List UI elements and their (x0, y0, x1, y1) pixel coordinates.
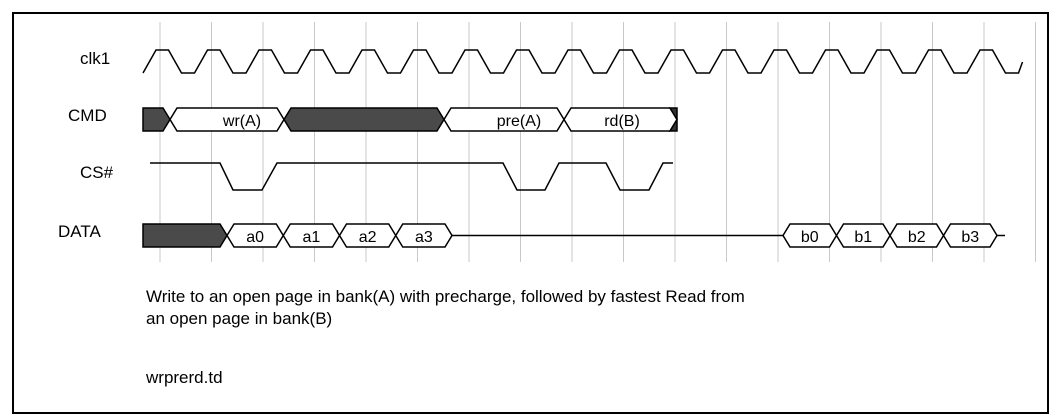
cmd-end-marker (668, 107, 678, 132)
clk-waveform (142, 49, 1024, 74)
data-a-cell-label: a3 (415, 229, 433, 246)
cmd-rd-text: rd(B) (604, 113, 640, 130)
data-a-cell-label: a2 (359, 229, 377, 246)
caption-line-1: Write to an open page in bank(A) with pr… (146, 287, 745, 306)
data-b-cell-label: b1 (854, 229, 872, 246)
cmd-busy-segment (283, 107, 445, 132)
cmd-idle-segment (142, 107, 171, 132)
cmd-wr-text: wr(A) (222, 113, 261, 130)
cmd-bus: wr(A) pre(A) rd(B) (142, 107, 678, 132)
cmd-wr-segment (169, 107, 285, 132)
grid-lines (159, 22, 1036, 262)
caption-line-2: an open page in bank(B) (146, 309, 333, 328)
data-bus: a0 a1 a2 a3 b0 b1 b2 b3 (142, 223, 1005, 248)
data-b-cell-label: b2 (908, 229, 926, 246)
diagram-frame (12, 12, 1049, 414)
data-a-cell-label: a1 (302, 229, 320, 246)
data-b-cell-label: b0 (801, 229, 819, 246)
cmd-label: CMD (68, 106, 107, 125)
data-idle-segment (142, 223, 228, 248)
data-b-group: b0 b1 b2 b3 (782, 223, 998, 248)
cs-label: CS# (80, 163, 114, 182)
cmd-pre-text: pre(A) (497, 113, 541, 130)
cmd-pre-segment (443, 107, 565, 132)
data-a-group: a0 a1 a2 a3 (226, 223, 453, 248)
clk-label: clk1 (80, 49, 110, 68)
cs-waveform (150, 162, 673, 191)
diagram-caption: Write to an open page in bank(A) with pr… (146, 286, 996, 330)
data-b-cell-label: b3 (961, 229, 979, 246)
data-label: DATA (58, 222, 101, 241)
diagram-filename: wrprerd.td (146, 368, 223, 387)
data-a-cell-label: a0 (246, 229, 264, 246)
